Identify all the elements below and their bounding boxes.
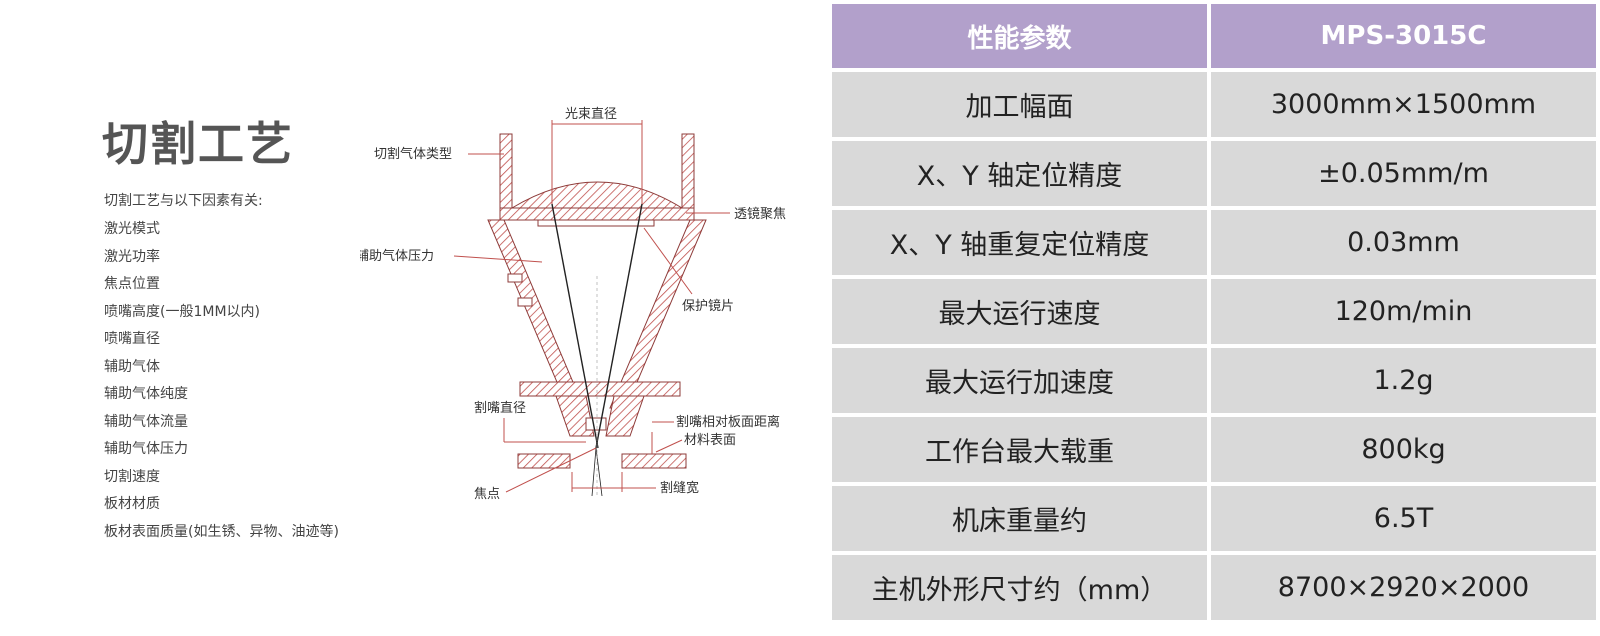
spec-value: ±0.05mm/m xyxy=(1211,141,1596,206)
header-param: 性能参数 xyxy=(832,4,1207,68)
label-lens-focus: 透镜聚焦 xyxy=(734,207,786,222)
nozzle-tip xyxy=(555,395,595,437)
spec-name: 加工幅面 xyxy=(832,72,1207,137)
label-focus-point: 焦点 xyxy=(474,487,500,502)
cutting-head-diagram: 光束直径 切割气体类型 辅助气体压力 割嘴直径 焦点 透镜聚焦 保护镜片 割嘴相… xyxy=(360,96,820,516)
work-plate-right xyxy=(621,453,687,469)
list-item: 辅助气体 xyxy=(104,358,160,375)
spec-value: 0.03mm xyxy=(1211,210,1596,275)
spec-name: 最大运行速度 xyxy=(832,279,1207,344)
spec-table: 性能参数 MPS-3015C 加工幅面 3000mm×1500mm X、Y 轴定… xyxy=(828,0,1600,624)
table-row: 工作台最大载重 800kg xyxy=(832,417,1596,482)
spec-value: 3000mm×1500mm xyxy=(1211,72,1596,137)
label-gas-pressure: 辅助气体压力 xyxy=(360,248,434,264)
work-plate-left xyxy=(517,453,571,469)
laser-beam-left xyxy=(551,203,599,449)
header-model: MPS-3015C xyxy=(1211,4,1596,68)
label-nozzle-distance: 割嘴相对板面距离 xyxy=(676,414,780,430)
list-item: 激光功率 xyxy=(104,248,160,265)
label-nozzle-diameter: 割嘴直径 xyxy=(474,400,526,416)
list-item: 板材表面质量(如生锈、异物、油迹等) xyxy=(104,523,339,540)
table-row: 最大运行速度 120m/min xyxy=(832,279,1596,344)
table-row: 主机外形尺寸约（mm） 8700×2920×2000 xyxy=(832,555,1596,620)
list-item: 激光模式 xyxy=(104,221,160,237)
table-row: 最大运行加速度 1.2g xyxy=(832,348,1596,413)
right-cone-wall xyxy=(609,219,707,409)
spec-value: 120m/min xyxy=(1211,279,1596,344)
spec-name: 最大运行加速度 xyxy=(832,348,1207,413)
left-tube-wall xyxy=(499,133,513,209)
table-row: X、Y 轴重复定位精度 0.03mm xyxy=(832,210,1596,275)
spec-value: 800kg xyxy=(1211,417,1596,482)
factor-intro: 切割工艺与以下因素有关: xyxy=(104,193,263,209)
label-material-surface: 材料表面 xyxy=(684,433,736,448)
protective-lens xyxy=(537,219,655,227)
lens-holder xyxy=(499,207,695,221)
table-row: 机床重量约 6.5T xyxy=(832,486,1596,551)
list-item: 板材材质 xyxy=(104,496,160,512)
table-row: X、Y 轴定位精度 ±0.05mm/m xyxy=(832,141,1596,206)
spec-name: X、Y 轴定位精度 xyxy=(832,141,1207,206)
list-item: 喷嘴直径 xyxy=(104,331,160,347)
focus-lens xyxy=(510,181,684,209)
label-protective-lens: 保护镜片 xyxy=(682,299,734,314)
right-tube-wall xyxy=(681,133,695,209)
spec-value: 6.5T xyxy=(1211,486,1596,551)
list-item: 切割速度 xyxy=(104,468,160,485)
process-title: 切割工艺 xyxy=(102,117,294,171)
list-item: 辅助气体压力 xyxy=(104,441,188,457)
label-gas-type: 切割气体类型 xyxy=(374,146,452,162)
label-beam-diameter: 光束直径 xyxy=(565,107,617,122)
spec-name: 机床重量约 xyxy=(832,486,1207,551)
nozzle-flange xyxy=(519,381,681,397)
left-cone-wall xyxy=(487,219,585,409)
spec-value: 8700×2920×2000 xyxy=(1211,555,1596,620)
list-item: 辅助气体流量 xyxy=(104,413,188,430)
list-item: 焦点位置 xyxy=(104,276,160,292)
table-header-row: 性能参数 MPS-3015C xyxy=(832,4,1596,68)
factor-list: 激光模式 激光功率 焦点位置 喷嘴高度(一般1MM以内) 喷嘴直径 辅助气体 辅… xyxy=(104,216,339,546)
spec-name: 主机外形尺寸约（mm） xyxy=(832,555,1207,620)
table-row: 加工幅面 3000mm×1500mm xyxy=(832,72,1596,137)
label-kerf-width: 割缝宽 xyxy=(660,480,699,496)
spec-value: 1.2g xyxy=(1211,348,1596,413)
spec-name: 工作台最大载重 xyxy=(832,417,1207,482)
list-item: 喷嘴高度(一般1MM以内) xyxy=(104,303,260,320)
laser-beam-right xyxy=(595,203,643,449)
spec-name: X、Y 轴重复定位精度 xyxy=(832,210,1207,275)
list-item: 辅助气体纯度 xyxy=(104,386,188,402)
